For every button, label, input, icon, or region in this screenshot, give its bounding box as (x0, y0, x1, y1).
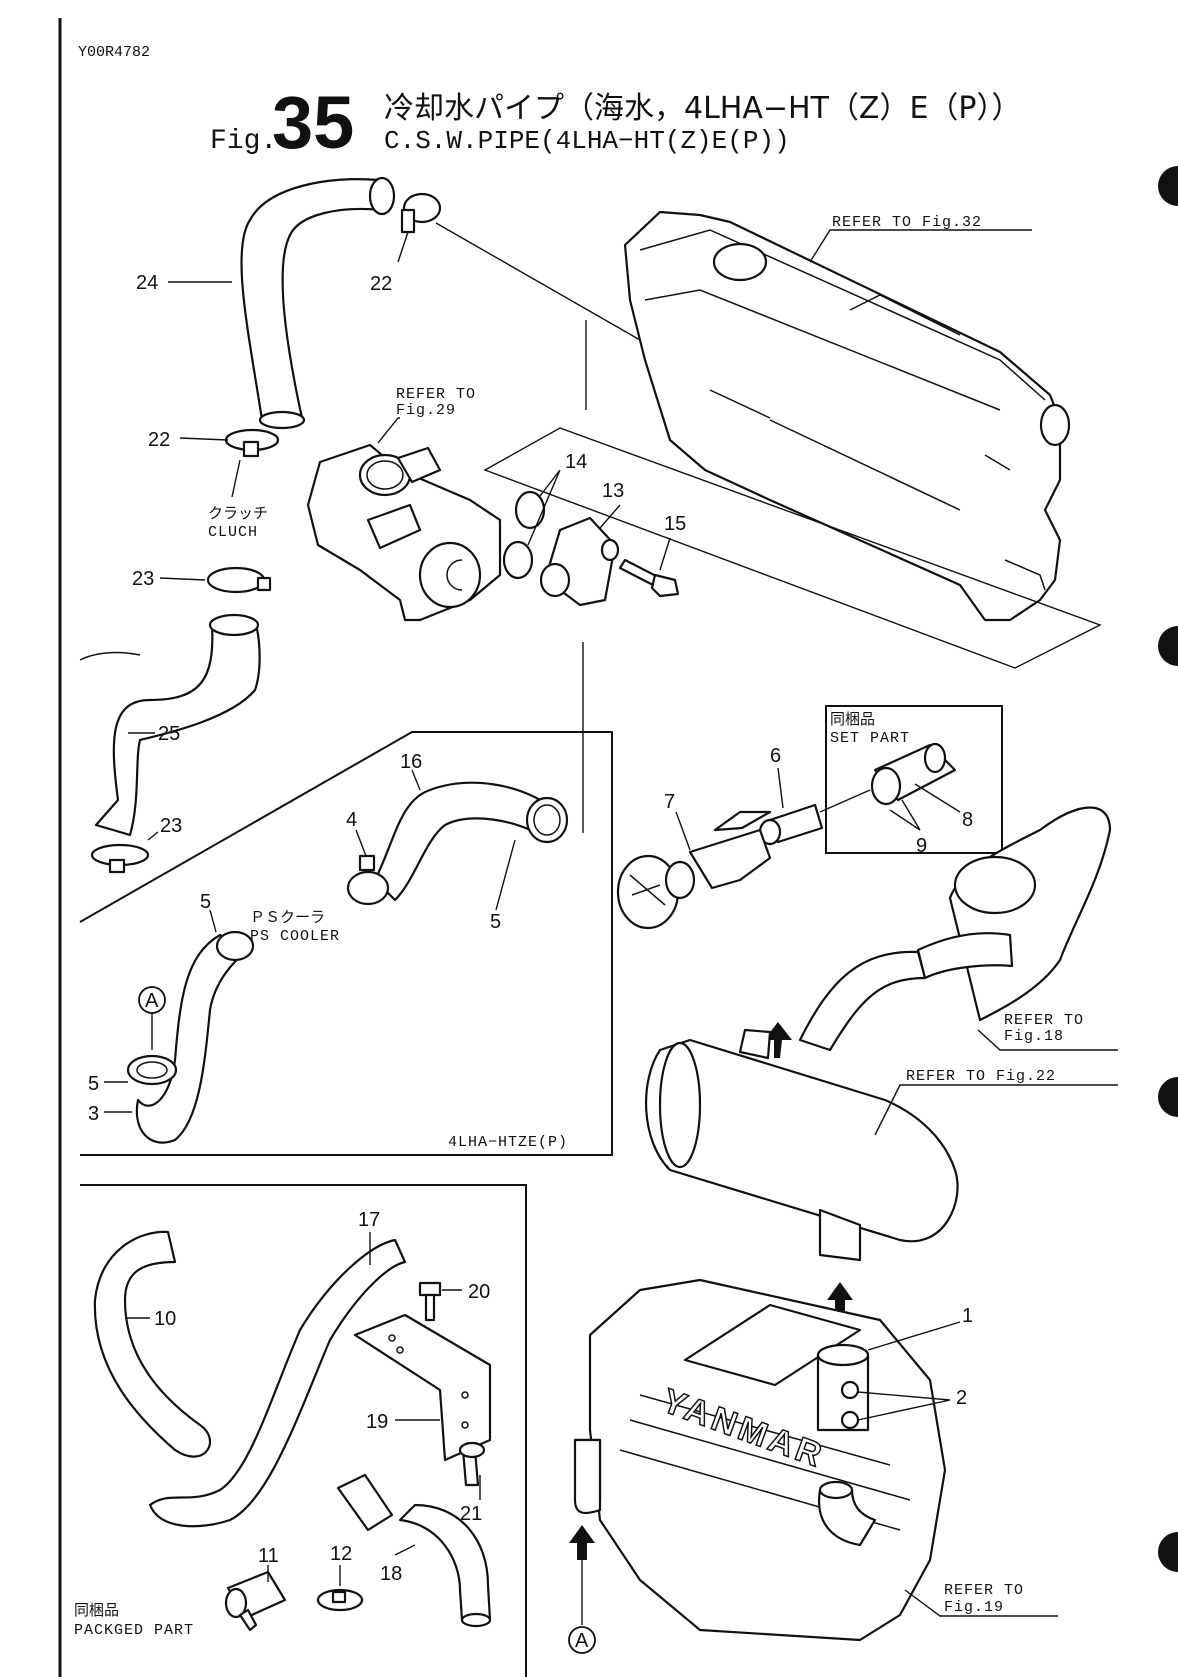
fig-title-en: C.S.W.PIPE(4LHA−HT(Z)E(P)) (384, 126, 790, 156)
hose-25-part (94, 623, 261, 837)
callout-6: 6 (770, 745, 781, 767)
hose-clamp-part (316, 1588, 364, 1612)
mounting-plane-outline (483, 427, 1102, 669)
cluch-label-en: CLUCH (208, 524, 258, 541)
flow-arrow-up (764, 1022, 792, 1058)
bracket-part (353, 1313, 492, 1462)
callout-8: 8 (962, 809, 973, 831)
marker-a-lower (568, 1626, 596, 1654)
engine-lower-illustration (573, 1278, 947, 1642)
flow-arrow-up-2 (827, 1282, 853, 1316)
callout-4: 4 (346, 809, 357, 831)
callout-23-lower: 23 (160, 815, 182, 837)
pipe-connector-part (224, 1570, 287, 1632)
callout-25: 25 (158, 723, 180, 745)
hose-18a-part (336, 1473, 394, 1532)
marker-a-upper-label: A (145, 990, 159, 1012)
cluch-label-jp: クラッチ (208, 504, 268, 522)
callout-17: 17 (358, 1209, 380, 1231)
callout-15: 15 (664, 513, 686, 535)
hose-clamp-part (206, 566, 272, 594)
sea-water-pump-part (816, 1343, 870, 1432)
callout-16: 16 (400, 751, 422, 773)
hose-clamp-part (400, 192, 442, 234)
ref-fig18-line1: REFER TO (1004, 1012, 1084, 1029)
o-ring-part (502, 540, 534, 580)
callout-22-mid: 22 (148, 429, 170, 451)
inlet-pipe-part (573, 1438, 602, 1515)
callout-7: 7 (664, 791, 675, 813)
bolt-part (618, 558, 680, 598)
callout-3: 3 (88, 1103, 99, 1125)
callout-18: 18 (380, 1563, 402, 1585)
hose-clamp-part (224, 428, 280, 458)
bolt-part (418, 1281, 442, 1322)
ref-fig32: REFER TO Fig.32 (832, 214, 982, 231)
ps-cooler-en: PS COOLER (250, 928, 340, 945)
callout-5-right: 5 (490, 911, 501, 933)
hose-clamp-part (346, 854, 390, 906)
packaged-jp: 同梱品 (74, 1601, 119, 1619)
heat-exchanger-illustration (798, 806, 1112, 1052)
ps-cooler-jp: ＰＳクーラ (250, 908, 325, 926)
callout-5-lower: 5 (88, 1073, 99, 1095)
ref-fig19-line2: Fig.19 (944, 1599, 1004, 1616)
bolt-part (458, 1441, 486, 1487)
leader-fig32 (809, 229, 1032, 263)
binder-holes (1158, 166, 1178, 1572)
o-ring-part (514, 490, 546, 530)
hose-24-part (240, 178, 384, 422)
variant-box-outline (79, 731, 613, 1156)
fig-title-jp: 冷却水パイプ（海水，4LHA−HT（Z）E（P）） (384, 91, 1022, 126)
hose-17-part (148, 1238, 407, 1528)
callout-2: 2 (956, 1387, 967, 1409)
ref-fig19-line1: REFER TO (944, 1582, 1024, 1599)
flow-line-top (435, 222, 641, 341)
callout-10: 10 (154, 1308, 176, 1330)
fig-number: 35 (272, 81, 354, 164)
callout-23-upper: 23 (132, 568, 154, 590)
hose-3-part (135, 933, 250, 1144)
hose-10-part (93, 1230, 212, 1458)
callout-14: 14 (565, 451, 587, 473)
callout-1: 1 (962, 1305, 973, 1327)
callout-11: 11 (258, 1545, 279, 1567)
pump-outlet-part (817, 1488, 877, 1547)
hose-16-part (373, 781, 550, 902)
callout-13: 13 (602, 480, 624, 502)
seacock-part (616, 810, 772, 930)
packaged-en: PACKGED PART (74, 1622, 194, 1639)
callout-19: 19 (366, 1411, 388, 1433)
callout-24: 24 (136, 272, 158, 294)
ref-fig22: REFER TO Fig.22 (906, 1068, 1056, 1085)
callout-22-top: 22 (370, 273, 392, 295)
leader-fig29 (377, 417, 400, 444)
variant-label: 4LHA−HTZE(P) (448, 1134, 568, 1151)
ref-fig18-line2: Fig.18 (1004, 1028, 1064, 1045)
marker-a-lower-label: A (575, 1630, 589, 1652)
packaged-part-box (80, 1184, 527, 1677)
hose-clamp-part (90, 843, 150, 874)
ref-fig29-line1: REFER TO (396, 386, 476, 403)
flow-arrow-up-3 (569, 1525, 595, 1560)
strainer-part (870, 742, 957, 806)
ref-fig29-line2: Fig.29 (396, 402, 456, 419)
callout-20: 20 (468, 1281, 490, 1303)
fig-prefix: Fig. (210, 126, 277, 157)
callout-9: 9 (916, 835, 927, 857)
set-part-box (825, 705, 1003, 854)
doc-code: Y00R4782 (78, 44, 150, 61)
callout-12: 12 (330, 1543, 352, 1565)
water-housing-part (306, 443, 502, 622)
engine-block-illustration (623, 210, 1071, 622)
hose-18-part (398, 1503, 492, 1622)
set-part-en: SET PART (830, 730, 910, 747)
set-part-jp: 同梱品 (830, 710, 875, 728)
elbow-fitting-part (539, 516, 620, 607)
cooler-tank-illustration (645, 1028, 959, 1262)
hose-fitting-part (758, 803, 824, 846)
callout-21: 21 (460, 1503, 482, 1525)
callout-5-upper: 5 (200, 891, 211, 913)
